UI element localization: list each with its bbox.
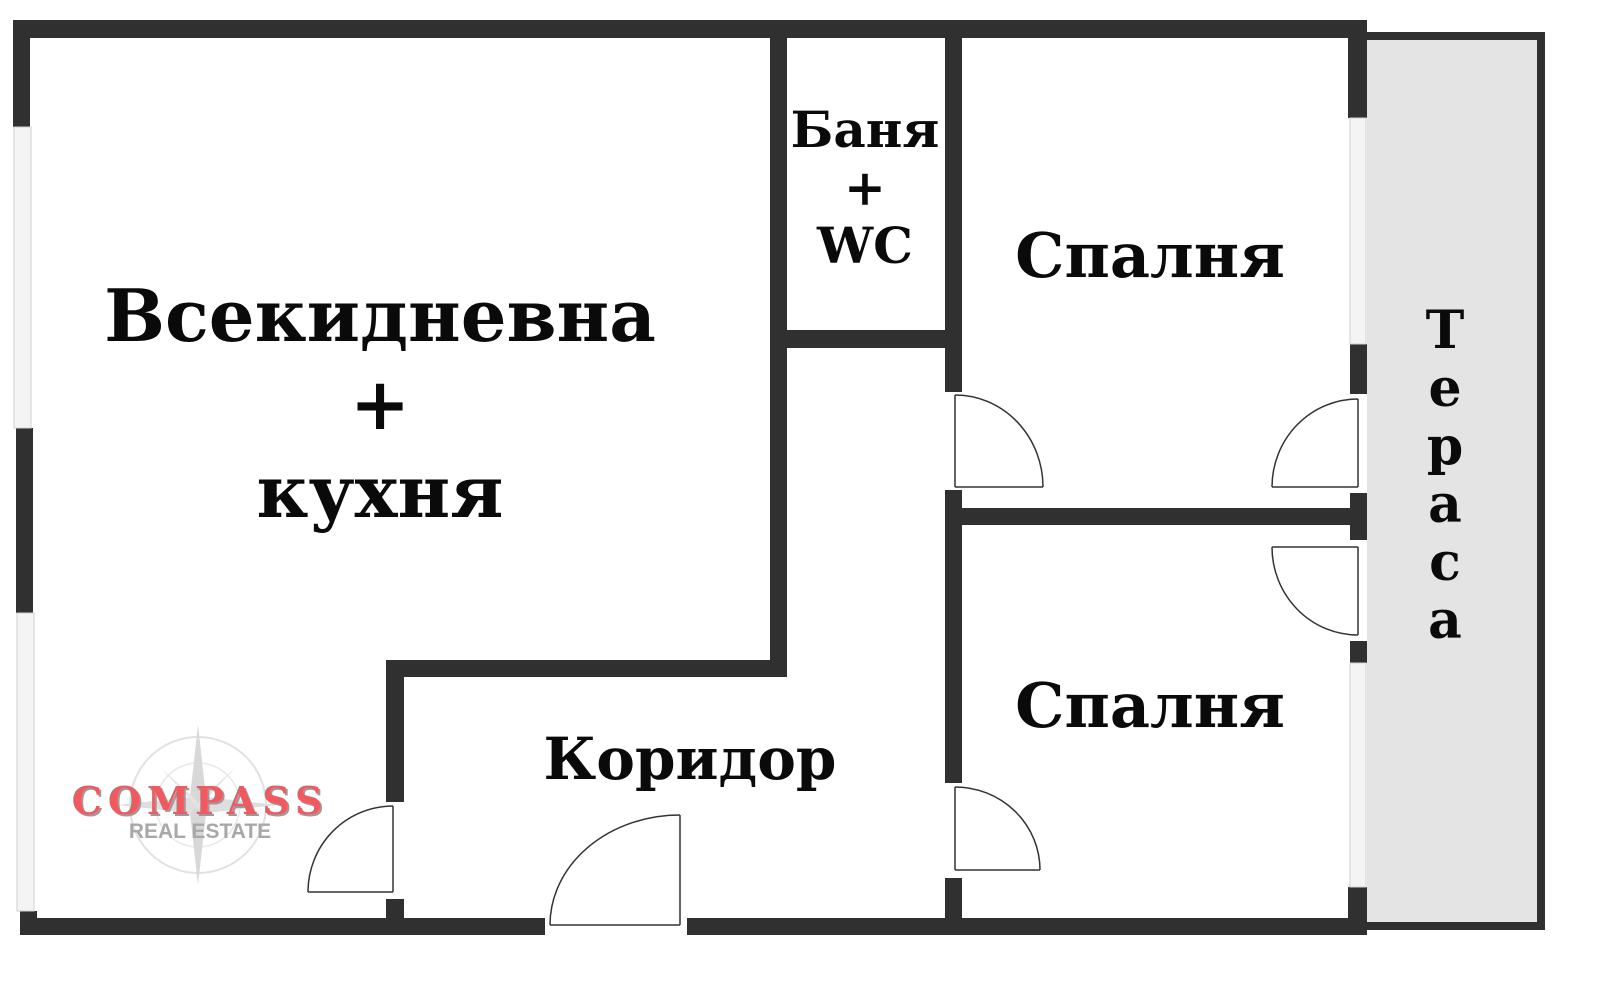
company-logo: COMPASS REAL ESTATE <box>50 730 350 880</box>
terrace-letter: а <box>1428 474 1462 535</box>
living-line-1: Всекидневна <box>104 273 656 358</box>
bedroom-top-balcony-door <box>1271 398 1359 488</box>
windows <box>13 117 1367 912</box>
terrace-letter: р <box>1426 416 1464 477</box>
bath-line-2: + <box>844 158 886 217</box>
bath-line-1: Баня <box>790 100 940 159</box>
terrace-letter: Т <box>1425 300 1465 361</box>
bedroom-bottom-door <box>954 786 1041 871</box>
doors <box>307 394 1359 926</box>
interior-walls <box>386 20 1367 935</box>
room-label-bedroom-top: Спалня <box>1015 219 1285 292</box>
bedroom-bottom-balcony-door <box>1271 546 1359 636</box>
bath-line-3: WC <box>817 216 913 275</box>
room-label-living-kitchen: Всекидневна + кухня <box>100 280 660 544</box>
bedroom-top-door <box>954 394 1044 488</box>
logo-subtitle: REAL ESTATE <box>128 820 272 843</box>
living-line-2: + <box>349 361 411 446</box>
terrace-letter: с <box>1429 532 1461 593</box>
terrace-area <box>1367 32 1545 930</box>
living-room-door <box>307 805 394 893</box>
entry-door <box>549 814 681 926</box>
room-label-corridor: Коридор <box>543 725 837 793</box>
logo-name: COMPASS <box>71 778 329 823</box>
exterior-walls <box>13 20 1367 935</box>
terrace-letter: е <box>1428 358 1462 419</box>
room-label-bathroom: Баня + WC <box>785 105 945 279</box>
room-label-bedroom-bottom: Спалня <box>1015 669 1285 742</box>
living-line-3: кухня <box>256 449 504 534</box>
room-label-terrace: Т е р а с а <box>1405 305 1485 653</box>
terrace-letter: а <box>1428 590 1462 651</box>
compass-rose-icon <box>118 725 278 885</box>
